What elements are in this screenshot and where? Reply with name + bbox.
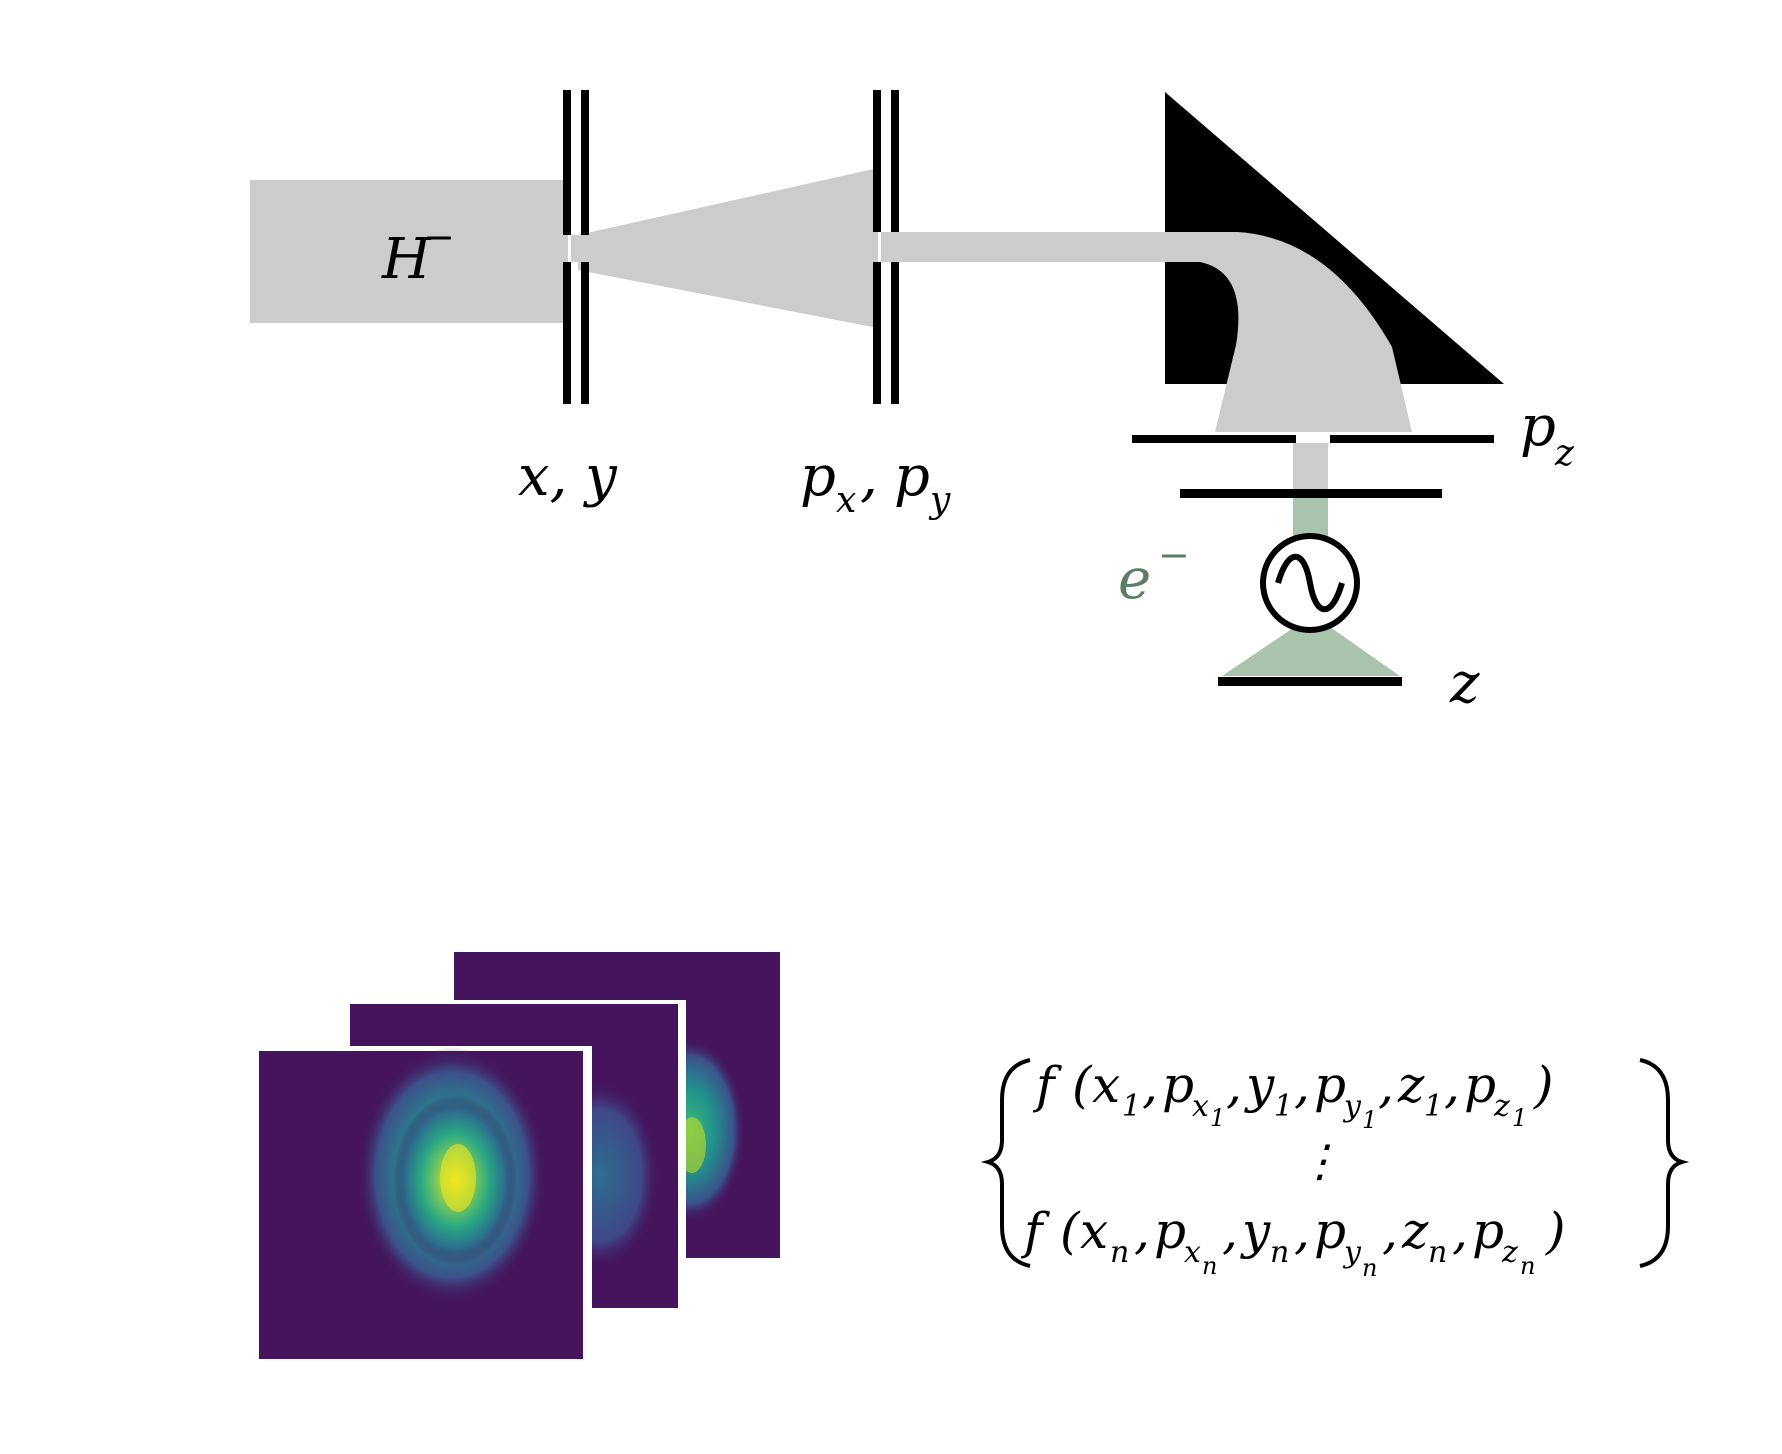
svg-text:,: , xyxy=(1226,1056,1242,1114)
svg-text:p: p xyxy=(800,444,836,509)
svg-text:z: z xyxy=(1554,433,1575,474)
pz-slit-right xyxy=(1330,435,1494,443)
svg-text:x: x xyxy=(1184,1235,1201,1270)
svg-text:,: , xyxy=(1378,1056,1394,1114)
formula-row-1: f ( x 1 , p x 1 , y 1 , p y 1 , z 1 , p … xyxy=(1032,1056,1554,1134)
svg-text:1: 1 xyxy=(1122,1089,1141,1124)
ion-beam-diverging xyxy=(578,168,878,328)
svg-text:,: , xyxy=(1294,1202,1310,1260)
svg-text:1: 1 xyxy=(1424,1089,1443,1124)
svg-text:z: z xyxy=(1397,1056,1425,1114)
svg-text:y: y xyxy=(1240,1202,1271,1260)
svg-text:e: e xyxy=(1118,547,1151,612)
svg-text:z: z xyxy=(1493,1089,1510,1124)
beam-after-pz xyxy=(1293,443,1328,489)
svg-text:p: p xyxy=(1314,1056,1346,1114)
svg-text:x: x xyxy=(1192,1089,1209,1124)
svg-text:x: x xyxy=(1080,1202,1108,1260)
svg-text:n: n xyxy=(1110,1235,1129,1270)
image-frame-front xyxy=(259,1047,583,1359)
label-slit-xy: x, y xyxy=(518,444,618,509)
svg-text:1: 1 xyxy=(1512,1104,1527,1132)
slit-pxpy xyxy=(873,90,899,404)
svg-text:y: y xyxy=(928,480,951,521)
slit-xy xyxy=(563,90,589,404)
distribution-formula: f ( x 1 , p x 1 , y 1 , p y 1 , z 1 , p … xyxy=(980,1056,1690,1282)
electron-fan xyxy=(1222,620,1400,676)
svg-text:1: 1 xyxy=(1362,1106,1377,1134)
svg-text:,: , xyxy=(1444,1056,1460,1114)
svg-text:(: ( xyxy=(1060,1202,1081,1260)
svg-text:,: , xyxy=(1294,1056,1310,1114)
svg-text:p: p xyxy=(1314,1202,1346,1260)
label-z: z xyxy=(1449,651,1480,716)
ion-beam-wide xyxy=(250,180,568,323)
svg-text:n: n xyxy=(1202,1252,1217,1280)
svg-text:,: , xyxy=(860,444,878,509)
svg-text:y: y xyxy=(1244,1056,1275,1114)
svg-text:−: − xyxy=(423,215,455,259)
svg-text:1: 1 xyxy=(1210,1104,1225,1132)
label-electron: e − xyxy=(1118,533,1190,612)
lower-plate xyxy=(1180,489,1442,498)
svg-text:n: n xyxy=(1520,1252,1535,1280)
svg-text:z: z xyxy=(1401,1202,1429,1260)
sine-wave-source-icon xyxy=(1260,533,1360,633)
svg-text:,: , xyxy=(1382,1202,1398,1260)
svg-text:,: , xyxy=(1452,1202,1468,1260)
z-screen xyxy=(1218,677,1402,686)
svg-text:y: y xyxy=(1342,1235,1362,1270)
label-ion: H − xyxy=(381,215,455,292)
svg-text:n: n xyxy=(1362,1254,1377,1282)
svg-text:−: − xyxy=(1158,533,1190,577)
svg-text:,: , xyxy=(1142,1056,1158,1114)
svg-text:x: x xyxy=(1092,1056,1120,1114)
left-brace xyxy=(980,1058,1031,1268)
svg-text:f: f xyxy=(1032,1056,1062,1114)
svg-text:,: , xyxy=(1222,1202,1238,1260)
ion-beam-bent xyxy=(1165,232,1412,432)
label-slit-pxpy: p x , p y xyxy=(800,444,951,521)
svg-text:): ) xyxy=(1533,1056,1554,1114)
pz-slit-left xyxy=(1132,435,1296,443)
svg-text:n: n xyxy=(1270,1235,1289,1270)
svg-text:H: H xyxy=(381,227,432,292)
svg-text:f: f xyxy=(1020,1202,1050,1260)
svg-text:,: , xyxy=(1134,1202,1150,1260)
svg-text:y: y xyxy=(1342,1089,1362,1124)
beam-image-stack xyxy=(254,952,780,1363)
svg-text:x: x xyxy=(836,480,856,521)
svg-text:z: z xyxy=(1501,1235,1518,1270)
svg-text:p: p xyxy=(1472,1202,1504,1260)
right-brace xyxy=(1639,1058,1690,1268)
svg-text:n: n xyxy=(1428,1235,1447,1270)
formula-vertical-dots: ⋮ xyxy=(1298,1136,1342,1187)
svg-text:p: p xyxy=(1154,1202,1186,1260)
svg-text:): ) xyxy=(1545,1202,1566,1260)
svg-text:p: p xyxy=(1464,1056,1496,1114)
svg-text:(: ( xyxy=(1072,1056,1093,1114)
svg-text:1: 1 xyxy=(1274,1089,1293,1124)
svg-text:p: p xyxy=(1520,394,1556,459)
formula-row-n: f ( x n , p x n , y n , p y n , z n , p … xyxy=(1020,1202,1566,1282)
label-pz: p z xyxy=(1520,394,1575,474)
svg-text:p: p xyxy=(1162,1056,1194,1114)
svg-text:p: p xyxy=(894,444,930,509)
